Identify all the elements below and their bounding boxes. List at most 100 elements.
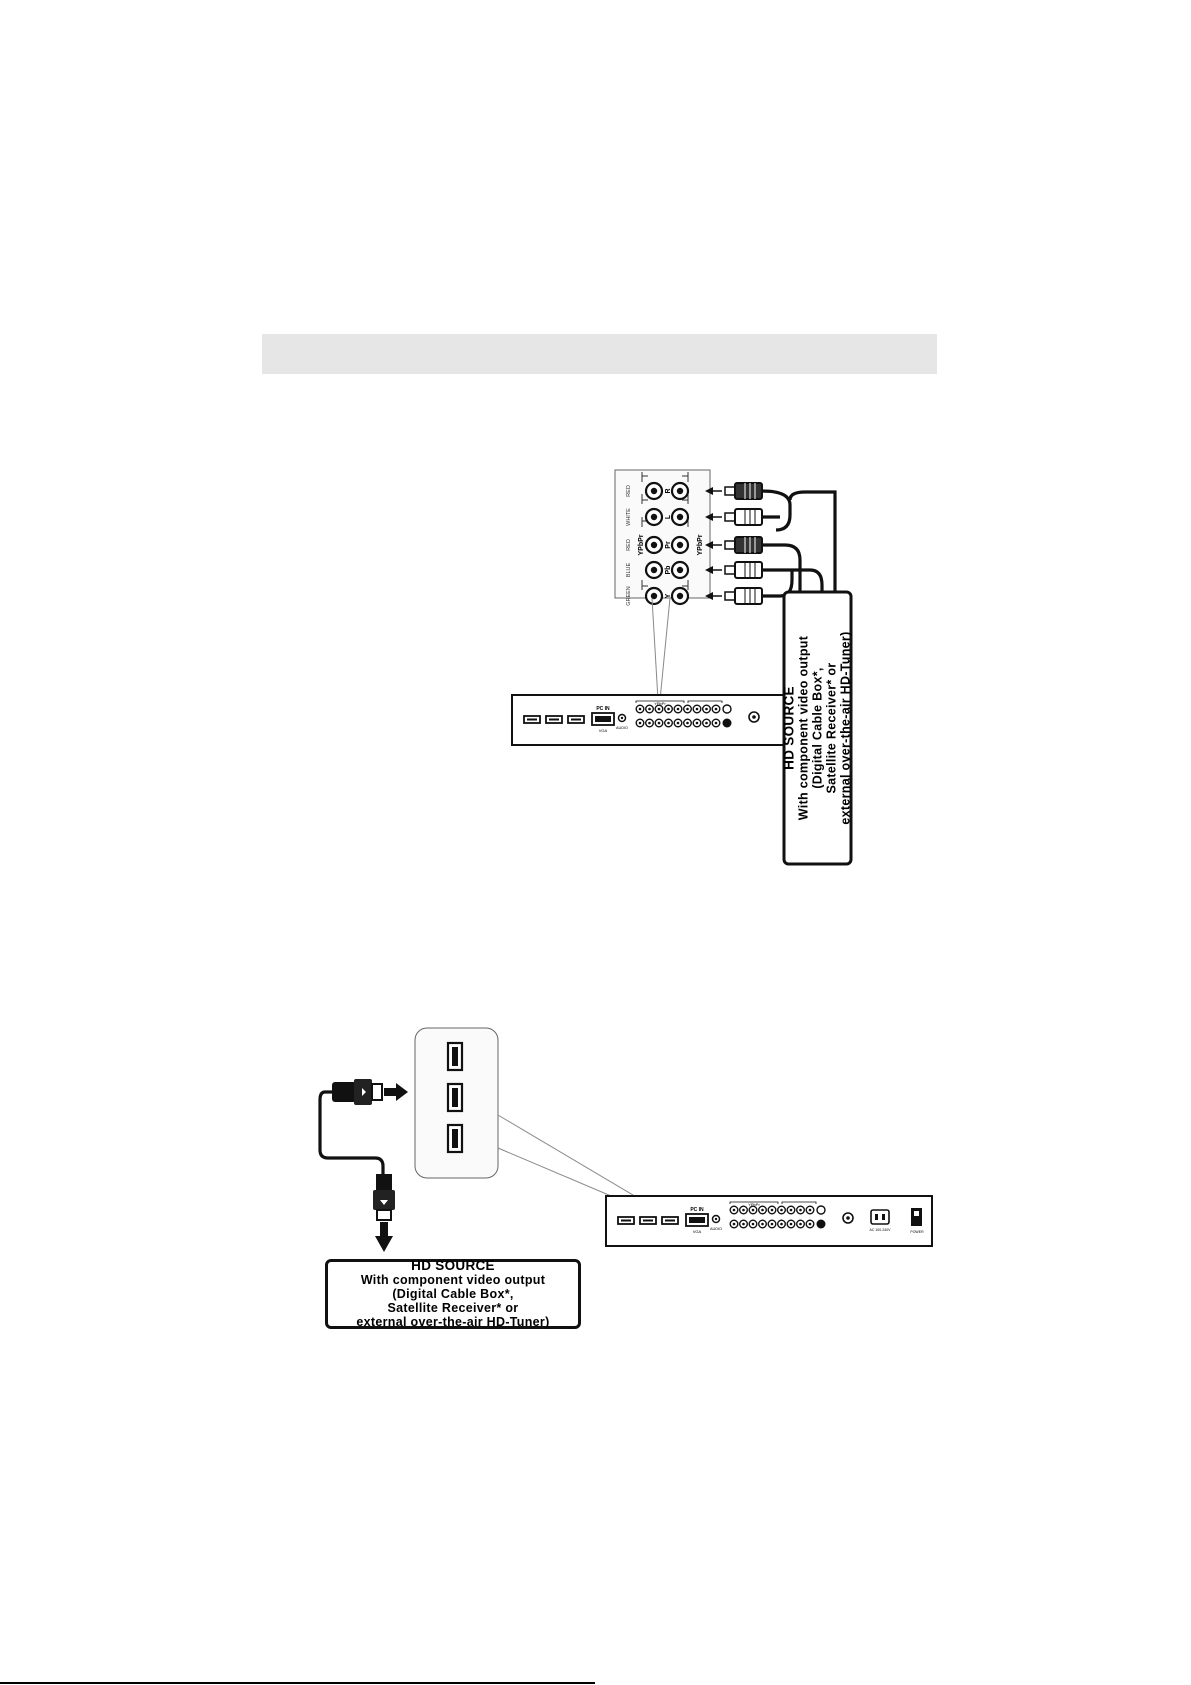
ac-label: AC 100-240V: [869, 1228, 891, 1232]
rear-rca-jack: [777, 1205, 787, 1215]
rca-jack: [670, 535, 690, 555]
hdmi-zoom-callout-lines: [497, 1114, 639, 1205]
rear-hdmi-port: [639, 1216, 657, 1225]
rear-hdmi-port: [567, 715, 585, 724]
hdmi-hd-source-line4: external over-the-air HD-Tuner): [356, 1315, 550, 1329]
pc-in-label: PC IN: [690, 1207, 704, 1213]
rear-rca-jack: [748, 1219, 758, 1229]
rear-hdmi-port: [523, 715, 541, 724]
hdmi-panel-zoom: [414, 1027, 499, 1179]
jack-color-label: BLUE: [626, 562, 632, 577]
footer-rule: [0, 1682, 595, 1684]
rear-rca-jack: [711, 718, 721, 728]
rear-power-switch: [911, 1208, 922, 1226]
rear-rca-jack: [805, 1205, 815, 1215]
rear-antenna-jack: [842, 1212, 854, 1224]
rca-jack: [670, 481, 690, 501]
rear-rca-jack: [645, 718, 655, 728]
rear-rca-jack: [664, 718, 674, 728]
rear-rca-jack: [739, 1205, 749, 1215]
rear-rca-jack: [748, 1205, 758, 1215]
rca-plugs: [724, 482, 763, 605]
rca-jack: [670, 586, 690, 606]
rca-jack: [644, 560, 664, 580]
rear-vga-port: [591, 712, 615, 726]
rear-rca-jack: [739, 1219, 749, 1229]
ypbpr-group-label: YPbPr: [697, 534, 704, 555]
rear-rca-jack: [777, 1219, 787, 1229]
rca-jack: [644, 586, 664, 606]
insert-arrow: [705, 487, 722, 495]
jack-color-label: RED: [626, 539, 632, 551]
rear-rca-jack: [635, 718, 645, 728]
insert-arrow: [705, 592, 722, 600]
hdmi-source-arrow: [375, 1222, 393, 1252]
hdmi-hd-source-line2: (Digital Cable Box*,: [392, 1287, 514, 1301]
insert-arrow: [705, 566, 722, 574]
hdmi-port-2: [446, 1082, 464, 1113]
rear-rca-jack: [786, 1205, 796, 1215]
rear-svideo-jack: [722, 704, 732, 728]
rear-rca-jack: [767, 1219, 777, 1229]
rear-audio-jack: [617, 713, 627, 723]
power-label: POWER: [910, 1230, 924, 1234]
rear-rca-jack: [805, 1219, 815, 1229]
insert-arrow: [705, 513, 722, 521]
rear-vga-port: [685, 1213, 709, 1227]
rear-rca-jack: [758, 1219, 768, 1229]
rear-rca-jack: [673, 704, 683, 714]
jack-label: Pr: [665, 541, 672, 549]
rear-ac-inlet: [870, 1209, 890, 1225]
insert-arrows: [705, 487, 722, 600]
jack-color-label: WHITE: [626, 508, 632, 526]
rear-rca-jack: [673, 718, 683, 728]
jack-color-label: RED: [626, 485, 632, 497]
hdmi-plug-bottom: [373, 1174, 395, 1221]
ypbpr-label: YPbPr: [654, 701, 666, 706]
hdmi-insert-arrow: [384, 1083, 408, 1101]
jack-label: Pb: [665, 566, 672, 575]
rear-rca-jack: [683, 718, 693, 728]
zoom-callout-lines: [651, 597, 671, 701]
hdmi-hd-source-line3: Satellite Receiver* or: [387, 1301, 519, 1315]
rear-rca-jack: [654, 704, 664, 714]
ypbpr-group-label: YPbPr: [638, 534, 645, 555]
audio-label: AUDIO: [710, 1227, 722, 1231]
rca-plug: [724, 587, 763, 605]
rear-rca-jack: [711, 704, 721, 714]
rear-rca-jack: [758, 1205, 768, 1215]
jack-label: R: [665, 488, 672, 493]
rear-rca-jack: [635, 704, 645, 714]
rca-jack: [644, 481, 664, 501]
rear-hdmi-port: [661, 1216, 679, 1225]
pc-in-label: PC IN: [596, 706, 610, 712]
rear-rca-jack: [702, 718, 712, 728]
rear-rca-jack: [654, 718, 664, 728]
audio-label: AUDIO: [616, 726, 628, 730]
section-header-bar: [262, 334, 937, 374]
rca-jack: [644, 535, 664, 555]
insert-arrow: [705, 541, 722, 549]
rear-rca-jack: [645, 704, 655, 714]
rear-hdmi-port: [617, 1216, 635, 1225]
rear-rca-jack: [729, 1219, 739, 1229]
hdmi-port-3: [446, 1123, 464, 1154]
rear-rca-jack: [683, 704, 693, 714]
rear-hdmi-port: [545, 715, 563, 724]
vga-label: VGA: [693, 1229, 702, 1234]
hdmi-plug-top: [332, 1079, 383, 1105]
rca-plug: [724, 536, 763, 554]
rear-rca-jack: [796, 1219, 806, 1229]
rear-rca-jack: [786, 1219, 796, 1229]
hdmi-cable: [318, 1090, 385, 1175]
rear-rca-jack: [729, 1205, 739, 1215]
rear-rca-jack: [796, 1205, 806, 1215]
rear-antenna-jack: [748, 711, 760, 723]
hdmi-hd-source-title: HD SOURCE: [411, 1258, 495, 1273]
rca-jack: [644, 507, 664, 527]
hdmi-port-1: [446, 1041, 464, 1072]
